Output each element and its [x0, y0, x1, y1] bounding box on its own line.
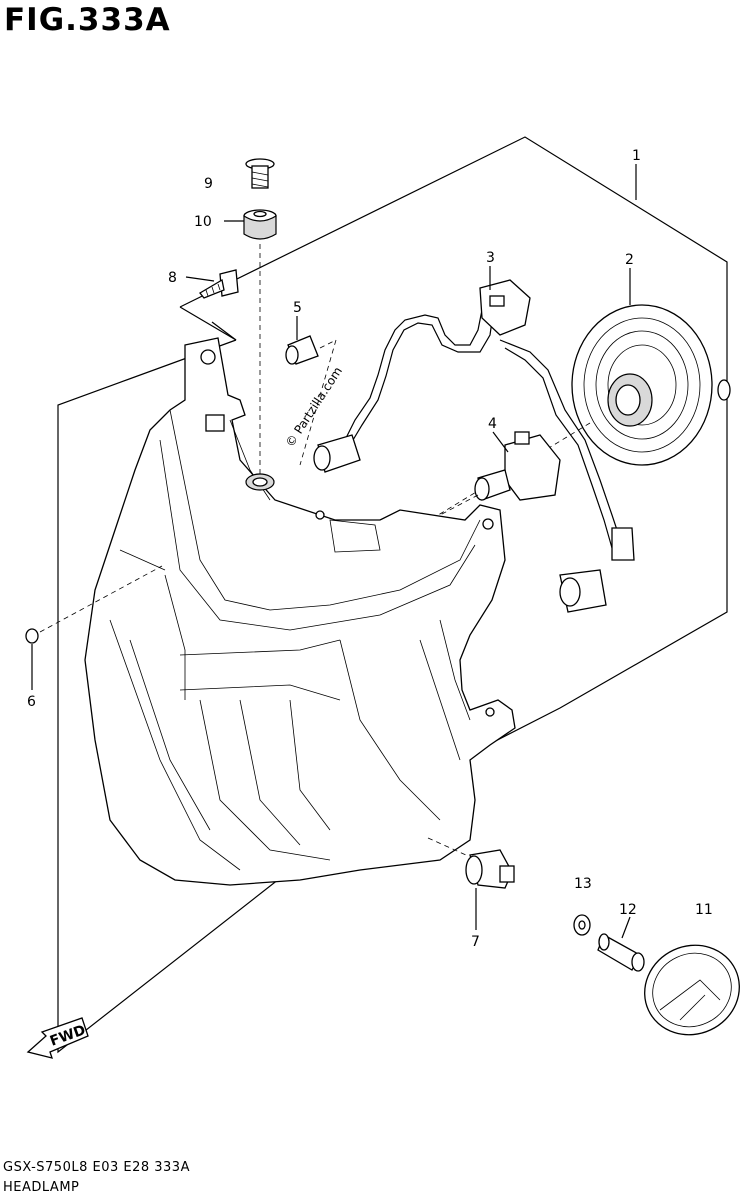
callout-6: 6	[27, 694, 36, 710]
screw-part-9[interactable]	[245, 158, 275, 189]
callout-1: 1	[632, 148, 641, 164]
spacer-part-12[interactable]	[597, 933, 645, 972]
assembly-boundary-left	[57, 339, 381, 1054]
bulb-part-5[interactable]	[285, 335, 319, 365]
leader-4	[492, 431, 509, 453]
watermark-text: © Partzilla.com	[283, 364, 345, 449]
callout-9: 9	[204, 176, 213, 192]
plug-part-6[interactable]	[25, 628, 39, 644]
callout-13: 13	[574, 876, 592, 892]
section-name: HEADLAMP	[3, 1180, 80, 1195]
adjuster-part-7[interactable]	[465, 849, 515, 889]
callout-2: 2	[625, 252, 634, 268]
headlamp-bulb-part-4[interactable]	[474, 431, 561, 501]
leader-12	[621, 916, 631, 939]
leader-8	[185, 276, 215, 282]
callout-3: 3	[486, 250, 495, 266]
callout-11: 11	[695, 902, 713, 918]
guide-line-7	[427, 837, 467, 856]
guide-line-5	[319, 339, 337, 349]
callout-7: 7	[471, 934, 480, 950]
model-code: GSX-S750L8 E03 E28 333A	[3, 1160, 190, 1175]
grommet-part-10[interactable]	[243, 209, 277, 240]
wiring-harness-part-3[interactable]	[313, 279, 635, 613]
headlamp-housing[interactable]	[84, 337, 516, 886]
assembly-boundary	[179, 136, 728, 801]
callout-12: 12	[619, 902, 637, 918]
callout-5: 5	[293, 300, 302, 316]
headlamp-cover-part-2[interactable]	[571, 304, 731, 466]
callout-4: 4	[488, 416, 497, 432]
callout-8: 8	[168, 270, 177, 286]
tapping-screw-part-8[interactable]	[199, 269, 239, 299]
cap-part-11[interactable]	[630, 930, 748, 1050]
guide-line-5b	[299, 339, 337, 466]
washer-part-13[interactable]	[573, 914, 591, 936]
figure-title: FIG.333A	[4, 2, 171, 38]
callout-10: 10	[194, 214, 212, 230]
assembly-boundary-notch	[179, 306, 237, 341]
assembly-boundary-notch2	[211, 321, 237, 341]
